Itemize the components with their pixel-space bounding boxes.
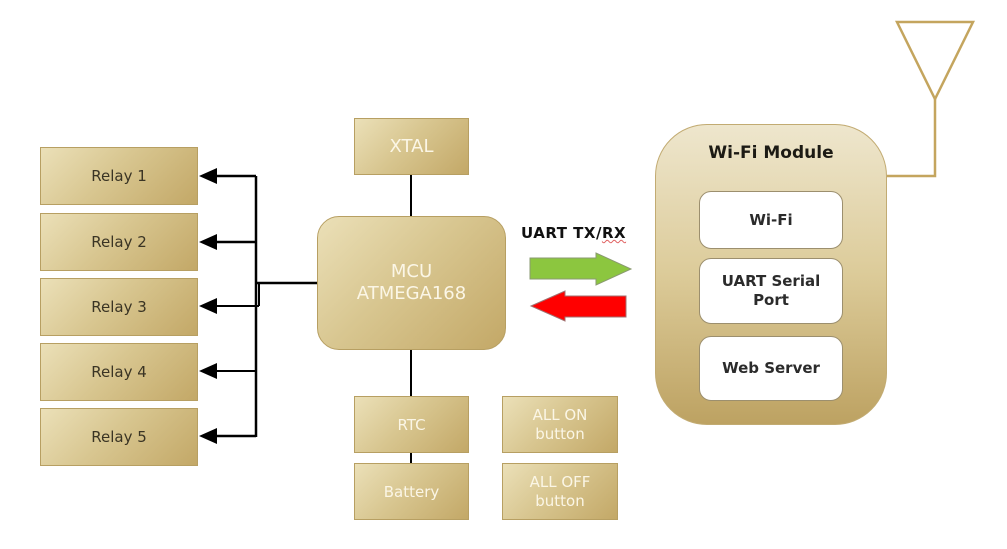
relay-4-label: Relay 4 [91,363,147,381]
battery-block: Battery [354,463,469,520]
uart-label-rx: RX [601,224,627,242]
relay-1-arrowhead [199,168,217,184]
uart-label-main: UART TX/ [521,224,602,242]
all-on-button-block: ALL ON button [502,396,618,453]
relay-3-arrowhead [199,298,217,314]
wifi-module-title: Wi-Fi Module [708,143,834,163]
mcu-part-number: ATMEGA168 [356,283,467,304]
relay-3-block: Relay 3 [40,278,198,336]
relay-arrows [199,168,259,444]
relay-1-label: Relay 1 [91,167,147,185]
relay-3-label: Relay 3 [91,298,147,316]
wifi-module-block: Wi-Fi Module Wi-Fi UART Serial Port Web … [655,124,887,425]
rtc-block: RTC [354,396,469,453]
relay-5-block: Relay 5 [40,408,198,466]
uart-rx-arrow [529,290,627,322]
uart-tx-arrow [529,252,633,286]
relay-2-arrowhead [199,234,217,250]
uart-serial-port-block: UART Serial Port [699,258,843,324]
relay-4-arrowhead [199,363,217,379]
relay-5-arrowhead [199,428,217,444]
all-off-sublabel: button [535,491,585,510]
all-on-label: ALL ON [532,405,588,424]
mcu-label: MCU [390,261,433,282]
all-off-label: ALL OFF [529,472,591,491]
relay-5-label: Relay 5 [91,428,147,446]
all-off-button-block: ALL OFF button [502,463,618,520]
relay-2-label: Relay 2 [91,233,147,251]
xtal-label: XTAL [389,136,434,157]
web-server-block: Web Server [699,336,843,401]
web-server-label: Web Server [722,359,820,377]
xtal-block: XTAL [354,118,469,175]
wifi-label: Wi-Fi [749,210,793,229]
all-on-sublabel: button [535,424,585,443]
rtc-label: RTC [397,415,426,434]
antenna-icon [887,20,976,178]
relay-1-block: Relay 1 [40,147,198,205]
uart-serial-label: UART Serial [721,272,821,290]
uart-serial-sublabel: Port [753,291,789,309]
battery-label: Battery [383,482,440,501]
relay-2-block: Relay 2 [40,213,198,271]
wifi-block: Wi-Fi [699,191,843,249]
uart-label: UART TX/RX [521,224,626,242]
mcu-block: MCU ATMEGA168 [317,216,506,350]
relay-4-block: Relay 4 [40,343,198,401]
